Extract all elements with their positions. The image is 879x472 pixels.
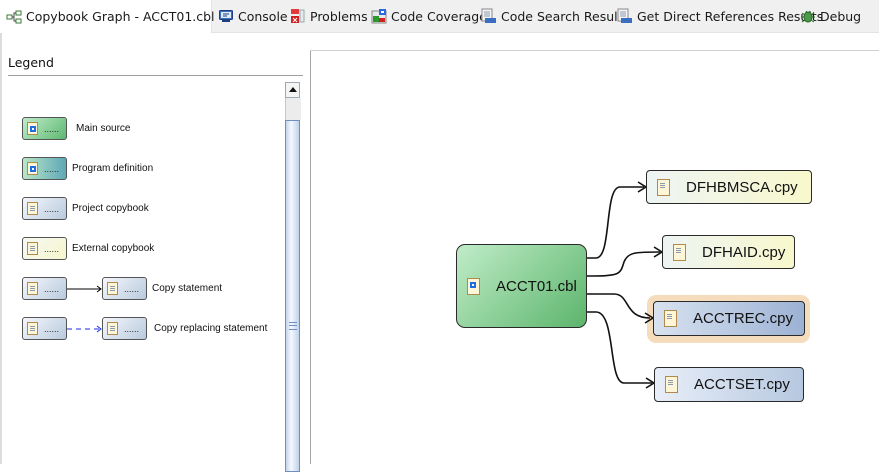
graph-node-external-copybook[interactable]: DFHAID.cpy: [662, 235, 795, 269]
tab-label: Debug: [820, 8, 862, 24]
legend-swatch-external-copybook: ......: [22, 237, 67, 260]
legend-dots: ......: [44, 163, 60, 174]
copybook-file-icon: [657, 178, 670, 196]
copybook-file-icon: [27, 202, 38, 215]
console-icon: [218, 8, 234, 24]
tab-label: Copybook Graph - ACCT01.cbl: [26, 9, 215, 24]
tab-label: Console: [238, 8, 288, 24]
legend-dots: ......: [44, 203, 60, 214]
copybook-file-icon: [27, 282, 38, 295]
copybook-file-icon: [27, 242, 38, 255]
legend-label-program-definition: Program definition: [72, 163, 154, 174]
node-label: ACCTSET.cpy: [694, 376, 790, 393]
legend-dots: ......: [44, 243, 60, 254]
graph-node-project-copybook[interactable]: ACCTSET.cpy: [654, 367, 804, 402]
code-coverage-icon: [371, 8, 387, 24]
view-tab-bar: Copybook Graph - ACCT01.cbl ✕ Console Pr…: [0, 0, 879, 33]
copybook-file-icon: [665, 376, 678, 393]
node-label: ACCTREC.cpy: [693, 310, 794, 327]
tab-problems[interactable]: Problems: [290, 0, 368, 32]
graph-icon: [6, 9, 22, 25]
scroll-track[interactable]: [285, 98, 301, 120]
tab-console[interactable]: Console: [218, 0, 288, 32]
tab-label: Problems: [310, 8, 368, 24]
edge-acct01-acctset: [586, 311, 652, 384]
legend-dots: ......: [44, 283, 60, 294]
tab-code-search-results[interactable]: Code Search Results: [481, 0, 629, 32]
scroll-up-button[interactable]: [285, 82, 300, 98]
graph-canvas-border: [310, 50, 311, 464]
legend-divider: [8, 75, 303, 76]
legend-swatch-main-source: ......: [22, 117, 67, 140]
legend-label-main-source: Main source: [76, 123, 131, 134]
problems-icon: [290, 8, 306, 24]
tab-label: Code Coverage: [391, 8, 487, 24]
legend-swatch-copy-replacing-target: ......: [102, 317, 147, 340]
tab-copybook-graph[interactable]: Copybook Graph - ACCT01.cbl ✕: [0, 0, 233, 33]
copybook-file-icon: [673, 243, 686, 261]
tab-label: Get Direct References Results: [637, 8, 824, 24]
legend-dots: ......: [44, 123, 60, 134]
search-results-icon: [481, 8, 497, 24]
node-label: DFHBMSCA.cpy: [686, 178, 798, 196]
tab-label: Code Search Results: [501, 8, 630, 24]
arrowhead-dfhaid: [653, 246, 664, 258]
legend-label-copy-replacing: Copy replacing statement: [154, 323, 268, 334]
scroll-grip-icon: [289, 322, 297, 330]
tab-get-direct-references-results[interactable]: Get Direct References Results: [617, 0, 823, 32]
legend-swatch-program-definition: ......: [22, 157, 67, 180]
legend-dots: ......: [124, 323, 140, 334]
edge-acct01-dfhaid: [585, 251, 661, 277]
arrowhead-dfhbmsca: [637, 181, 648, 193]
legend-dots: ......: [124, 283, 140, 294]
legend-swatch-copy-target: ......: [102, 277, 147, 300]
legend-label-project-copybook: Project copybook: [72, 203, 149, 214]
legend-label-copy-statement: Copy statement: [152, 283, 223, 294]
copybook-file-icon: [664, 310, 677, 327]
legend-scrollbar[interactable]: [285, 82, 301, 472]
legend-title: Legend: [8, 55, 54, 70]
node-label: DFHAID.cpy: [702, 243, 786, 261]
legend-swatch-copy-replacing-source: ......: [22, 317, 67, 340]
graph-node-external-copybook[interactable]: DFHBMSCA.cpy: [646, 170, 812, 204]
copybook-file-icon: [107, 282, 118, 295]
graph-canvas-top-border: [310, 50, 879, 51]
scroll-thumb[interactable]: [285, 120, 300, 472]
arrowhead-acctset: [645, 377, 656, 389]
legend-panel: Legend ...... Main source ...... Program…: [0, 33, 305, 464]
graph-node-project-copybook-selected[interactable]: ACCTREC.cpy: [653, 301, 805, 336]
legend-copy-statement-arrow: [67, 285, 102, 293]
graph-node-main-source[interactable]: ACCT01.cbl: [456, 244, 587, 328]
node-label: ACCT01.cbl: [496, 277, 577, 295]
references-results-icon: [617, 8, 633, 24]
copybook-file-icon: [27, 322, 38, 335]
cobol-file-icon: [27, 162, 38, 175]
legend-swatch-copy-source: ......: [22, 277, 67, 300]
legend-dots: ......: [44, 323, 60, 334]
tab-code-coverage[interactable]: Code Coverage: [371, 0, 487, 32]
copybook-file-icon: [107, 322, 118, 335]
legend-copy-replacing-arrow: [67, 325, 102, 333]
cobol-file-icon: [467, 277, 480, 295]
edge-acct01-acctrec: [586, 293, 651, 319]
legend-label-external-copybook: External copybook: [72, 243, 155, 254]
tab-debug[interactable]: Debug: [800, 0, 861, 32]
cobol-file-icon: [27, 122, 38, 135]
legend-swatch-project-copybook: ......: [22, 197, 67, 220]
edge-acct01-dfhbmsca: [586, 186, 644, 259]
debug-icon: [800, 8, 816, 24]
